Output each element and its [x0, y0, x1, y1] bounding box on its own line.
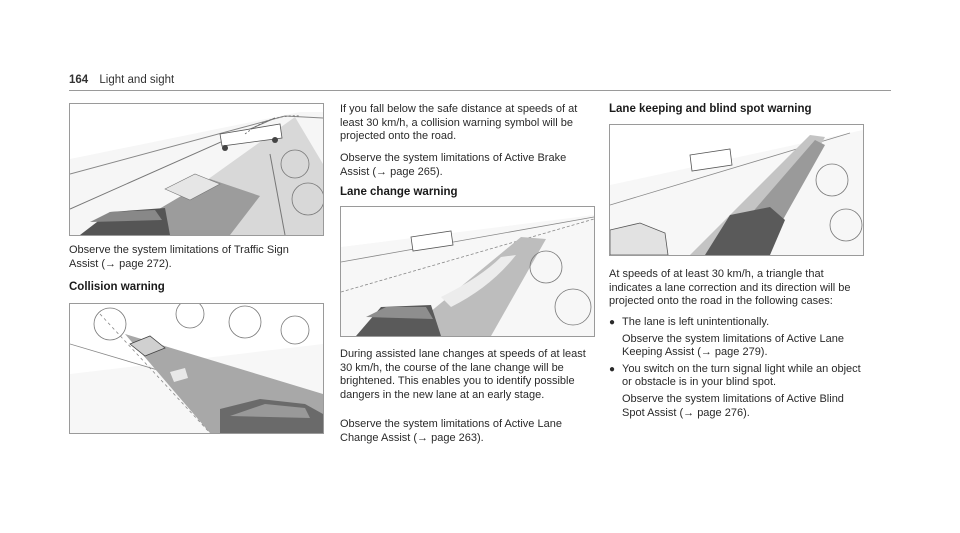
active-lane-keeping-limitations-text: Observe the system limitations of Active… [622, 332, 844, 359]
active-lane-change-limitations-text: Observe the system limitations of Active… [340, 418, 562, 444]
lane-change-text: During assisted lane changes at speeds o… [340, 348, 586, 401]
header-rule [69, 90, 891, 91]
lane-keeping-text: At speeds of at least 30 km/h, a triangl… [609, 268, 851, 308]
section-title: Light and sight [99, 74, 175, 86]
collision-warning-text: If you fall below the safe distance at s… [340, 103, 578, 143]
lane-keeping-illustration [609, 124, 864, 256]
bullet-icon: ● [609, 363, 616, 375]
bullet-text: The lane is left unintentionally. [622, 316, 770, 328]
bullet-icon: ● [609, 317, 616, 328]
list-item: ● You switch on the turn signal light wh… [609, 363, 864, 420]
traffic-sign-limitations-text: Observe the system limitations of Traffi… [69, 244, 289, 270]
page-number: 164 [69, 74, 89, 86]
traffic-sign-illustration [69, 103, 324, 236]
collision-warning-heading: Collision warning [69, 281, 165, 293]
list-item: ● The lane is left unintentionally. Obse… [609, 316, 864, 360]
active-blind-spot-limitations-text: Observe the system limitations of Active… [622, 392, 844, 419]
lane-change-warning-heading: Lane change warning [340, 186, 458, 198]
active-brake-limitations-text: Observe the system limitations of Active… [340, 152, 567, 178]
bullet-text: You switch on the turn signal light whil… [622, 362, 861, 389]
lane-keeping-heading: Lane keeping and blind spot warning [609, 103, 812, 115]
lane-keeping-cases-list: ● The lane is left unintentionally. Obse… [609, 316, 864, 423]
lane-change-illustration [340, 206, 595, 337]
collision-warning-illustration [69, 303, 324, 434]
page-header: 164 Light and sight [69, 74, 174, 86]
